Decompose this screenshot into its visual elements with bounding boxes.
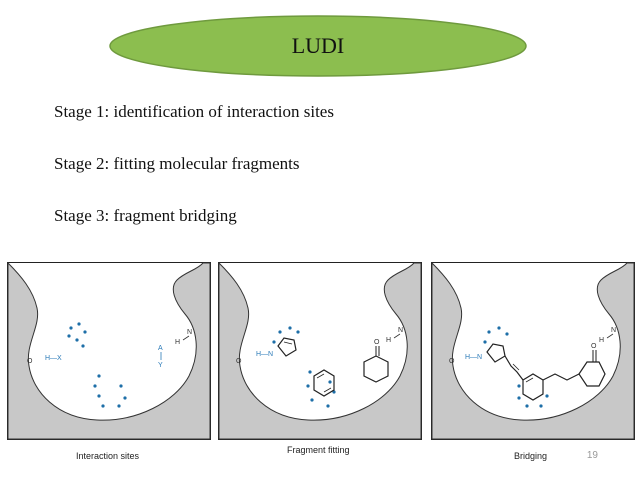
h-label: H [175,339,180,346]
n-label: N [398,327,403,334]
protein-surface [7,262,211,440]
stage-3-text: Stage 3: fragment bridging [54,206,237,225]
stage-1-text: Stage 1: identification of interaction s… [54,102,334,121]
protein-surface [218,262,422,440]
protein-surface [431,262,635,440]
n-label: N [187,329,192,336]
fragment-fitting-figure: O H—N O H N [218,262,422,440]
ketone-oxygen-label: O [591,343,597,350]
interaction-sites-caption: Interaction sites [76,451,140,461]
ketone-oxygen-label: O [374,339,380,346]
stage-2-text: Stage 2: fitting molecular fragments [54,154,300,173]
acceptor-label: A [158,345,163,352]
bridging-caption: Bridging [514,451,548,461]
h-label: H [386,337,391,344]
hn-label: H—N [465,354,482,361]
title-ellipse [109,15,527,77]
interaction-sites-panel: H—X O H N A Y [7,262,211,440]
fragment-fitting-panel: O H—N O H N [218,262,422,440]
oxygen-label: O [236,358,242,365]
slide-title: LUDI [291,33,345,58]
y-label: Y [158,362,163,369]
hx-label: H—X [45,355,62,362]
h-label: H [599,337,604,344]
oxygen-label: O [27,358,33,365]
oxygen-label: O [449,358,455,365]
page-number: 19 [586,450,598,461]
bridging-figure: O H—N O H N [431,262,635,440]
fragment-fitting-caption: Fragment fitting [287,445,350,455]
hn-label: H—N [256,351,273,358]
interaction-sites-figure: H—X O H N A Y [7,262,211,440]
n-label: N [611,327,616,334]
bridging-panel: O H—N O H N [431,262,635,440]
